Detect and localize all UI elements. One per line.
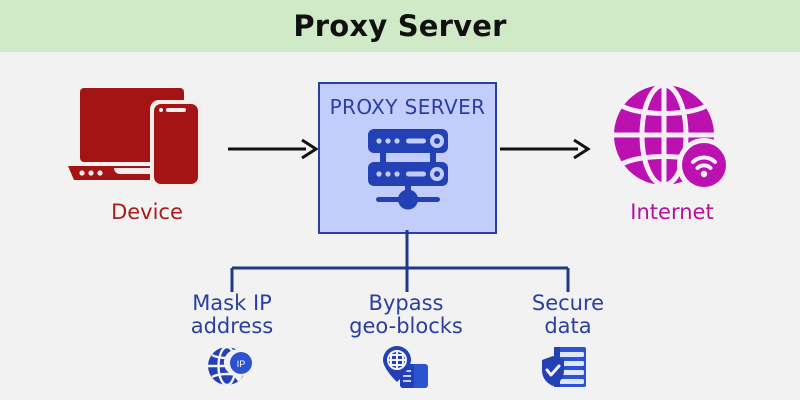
page-title: Proxy Server — [293, 9, 507, 43]
arrow-device-to-proxy — [228, 138, 320, 165]
svg-text:IP: IP — [237, 359, 246, 369]
arrow-proxy-to-internet — [500, 138, 592, 165]
right-arrow-icon — [500, 138, 591, 160]
device-node: Device — [62, 80, 232, 235]
right-arrow-icon — [228, 138, 319, 160]
benefit-label: Secure data — [531, 291, 605, 338]
benefit-item-mask-ip: Mask IP address IP — [147, 292, 317, 390]
benefit-icon-wrap — [321, 344, 491, 390]
globe-wifi-icon — [614, 82, 731, 192]
internet-node: Internet — [592, 80, 752, 235]
benefit-label: Mask IP address — [190, 291, 274, 338]
proxy-server-title: PROXY SERVER — [329, 95, 486, 119]
benefit-icon-wrap — [483, 344, 653, 390]
benefit-connectors — [230, 230, 570, 292]
internet-art — [592, 80, 752, 192]
benefit-icon-wrap: IP — [147, 344, 317, 390]
laptop-phone-icon — [68, 88, 202, 188]
benefit-item-secure-data: Secure data — [483, 292, 653, 390]
shield-document-icon — [542, 347, 586, 387]
globe-ip-pin-icon: IP — [208, 345, 254, 387]
header-band: Proxy Server — [0, 0, 800, 52]
benefit-item-bypass-geo: Bypass geo-blocks — [321, 292, 491, 390]
proxy-server-box: PROXY SERVER — [318, 82, 497, 234]
internet-label: Internet — [630, 200, 714, 224]
proxy-server-icon-wrap — [320, 125, 495, 216]
geo-pin-card-icon — [383, 346, 428, 388]
server-stack-icon — [367, 129, 448, 210]
benefit-label: Bypass geo-blocks — [349, 291, 463, 338]
device-art — [62, 80, 232, 190]
device-label: Device — [111, 200, 183, 224]
